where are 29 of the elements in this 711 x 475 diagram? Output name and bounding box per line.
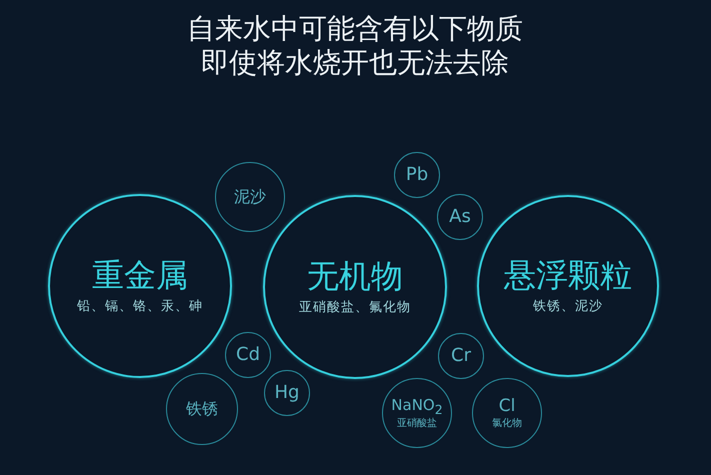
substance-circle bbox=[215, 162, 285, 232]
category-circle bbox=[477, 195, 659, 377]
substance-label: As bbox=[449, 206, 471, 228]
substance-circle bbox=[382, 378, 452, 448]
substance-caption: 亚硝酸盐 bbox=[397, 418, 437, 430]
substance-label: Cl bbox=[498, 396, 516, 417]
category-circle bbox=[48, 194, 232, 378]
substance-circle bbox=[438, 333, 484, 379]
title: 自来水中可能含有以下物质即使将水烧开也无法去除 bbox=[186, 12, 524, 80]
substance-label: NaNO$_{2}$ bbox=[391, 396, 443, 417]
substance-label: 铁锈 bbox=[186, 400, 218, 418]
substance-label: Cd bbox=[236, 344, 260, 366]
substance-label: Cr bbox=[451, 346, 471, 366]
category-heading: 重金属 bbox=[92, 257, 188, 294]
substance-circle bbox=[166, 373, 238, 445]
substance-circle bbox=[225, 332, 271, 378]
substance-label: Hg bbox=[274, 382, 300, 404]
category-heading: 悬浮颗粒 bbox=[504, 257, 632, 294]
substance-circle bbox=[394, 152, 440, 198]
substance-circle bbox=[437, 194, 483, 240]
substance-circle bbox=[264, 370, 310, 416]
substance-label: Pb bbox=[406, 164, 428, 186]
category-heading: 无机物 bbox=[307, 258, 403, 295]
substance-list: 铅、镉、铬、汞、砷 bbox=[77, 300, 203, 315]
substance-list: 亚硝酸盐、氟化物 bbox=[299, 300, 411, 316]
substance-list: 铁锈、泥沙 bbox=[533, 300, 603, 315]
substance-circle bbox=[472, 378, 542, 448]
substance-label: 泥沙 bbox=[234, 188, 266, 206]
substance-caption: 氯化物 bbox=[492, 418, 522, 430]
